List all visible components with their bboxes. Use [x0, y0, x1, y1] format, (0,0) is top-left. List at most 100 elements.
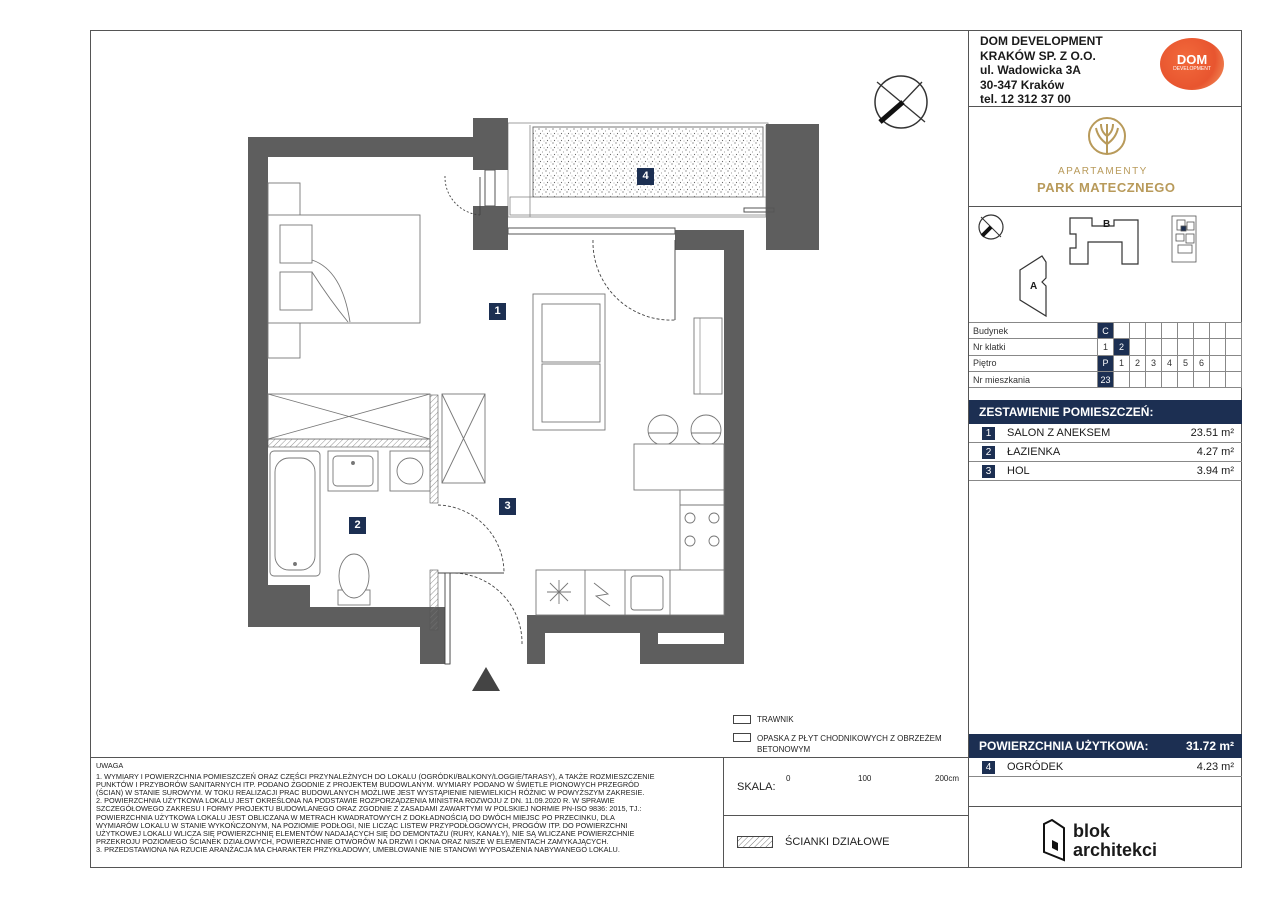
plan-badge-room-2: 2	[349, 517, 366, 534]
notes-separator	[723, 757, 724, 868]
sep-project	[969, 206, 1242, 207]
architect-logo-icon	[1043, 818, 1065, 862]
washbasin	[327, 450, 379, 492]
table-row: Nr mieszkania 23	[969, 370, 1242, 389]
table-cell	[1209, 321, 1226, 340]
partitions-label: ŚCIANKI DZIAŁOWE	[785, 836, 890, 848]
table-cell	[1129, 321, 1146, 340]
bathtub	[269, 450, 321, 577]
site-plan	[978, 214, 1197, 318]
building-a-outline	[1019, 255, 1047, 318]
table-cell	[1161, 338, 1178, 356]
table-cell	[1161, 321, 1178, 340]
legend-paving-swatch	[733, 733, 751, 742]
legend-paving-label: OPASKA Z PŁYT CHODNIKOWYCH Z OBRZEŻEM BE…	[757, 733, 942, 755]
room-area: 4.27 m²	[1196, 446, 1234, 458]
garden-number: 4	[982, 761, 995, 774]
developer-name-2: KRAKÓW SP. Z O.O.	[980, 48, 1096, 63]
table-cell	[1113, 321, 1130, 340]
room-row: 3 HOL 3.94 m²	[969, 462, 1242, 481]
note-line: SZCZEGÓŁOWEGO ZAKRESU I FORMY PROJEKTU B…	[96, 804, 642, 814]
sofa	[532, 293, 606, 431]
table-cell: 5	[1177, 354, 1194, 372]
garden-gravel	[532, 126, 764, 198]
table-cell	[1225, 321, 1242, 340]
usable-area-value: 31.72 m²	[1185, 739, 1234, 753]
table-row: Budynek C	[969, 321, 1242, 340]
garden-name: OGRÓDEK	[1007, 761, 1064, 773]
room-row: 1 SALON Z ANEKSEM 23.51 m²	[969, 424, 1242, 443]
table-cell	[1113, 370, 1130, 389]
table-cell	[1193, 370, 1210, 389]
table-cell	[1225, 354, 1242, 372]
site-mini-map	[1171, 215, 1197, 263]
info-column	[968, 30, 1242, 868]
bottom-separator	[90, 757, 969, 758]
project-line2: PARK MATECZNEGO	[1037, 180, 1176, 195]
table-cell: P	[1097, 354, 1114, 372]
drawing-frame	[90, 30, 1242, 868]
notes-title: UWAGA	[96, 761, 124, 770]
table-cell	[1193, 338, 1210, 356]
table-cell	[1177, 370, 1194, 389]
plan-badge-garden-4: 4	[637, 168, 654, 185]
kitchen	[535, 489, 725, 616]
legend-paving-line1: OPASKA Z PŁYT CHODNIKOWYCH Z OBRZEŻEM	[757, 734, 942, 743]
room-number: 2	[982, 446, 995, 459]
note-line: POWIERZCHNIA UŻYTKOWA LOKALU JEST OBLICZ…	[96, 812, 615, 822]
architect-line2: architekci	[1073, 840, 1158, 860]
notes: UWAGA 1. WYMIARY I POWIERZCHNIA POMIESZC…	[96, 761, 721, 854]
legend-lawn-label: TRAWNIK	[757, 715, 794, 724]
site-north-arrow-icon	[978, 214, 1004, 240]
sep-architect	[969, 806, 1242, 807]
legend-paving-line2: BETONOWYM	[757, 745, 811, 754]
building-b-outline	[1069, 217, 1139, 265]
dining-set	[633, 414, 725, 491]
table-cell	[1225, 370, 1242, 389]
entrance-arrow-icon	[472, 667, 500, 691]
table-cell	[1145, 321, 1162, 340]
north-arrow-icon	[874, 75, 928, 129]
radiator	[693, 317, 723, 395]
walls	[248, 118, 819, 664]
room-row: 2 ŁAZIENKA 4.27 m²	[969, 443, 1242, 462]
table-cell: 6	[1193, 354, 1210, 372]
table-cell	[1129, 370, 1146, 389]
note-line: WYMIARÓW LOKALU W STANIE WYKOŃCZONYM, NA…	[96, 820, 628, 830]
table-cell	[1209, 370, 1226, 389]
developer-phone: tel. 12 312 37 00	[980, 92, 1071, 106]
window	[484, 169, 775, 235]
table-cell: 23	[1097, 370, 1114, 389]
table-cell	[1161, 370, 1178, 389]
wardrobe	[267, 393, 486, 484]
floor-plan	[248, 75, 928, 691]
dom-logo-text: DOM	[1176, 52, 1208, 67]
scale-tick-0: 0	[786, 774, 791, 783]
partitions-swatch	[737, 836, 773, 848]
note-line: 1. WYMIARY I POWIERZCHNIA POMIESZCZEŃ OR…	[96, 772, 655, 782]
developer-name-1: DOM DEVELOPMENT	[980, 34, 1103, 48]
note-line: PRZEKROJU POZIOMEGO ŚCIANEK DZIAŁOWYCH, …	[96, 836, 609, 846]
room-area: 3.94 m²	[1196, 465, 1234, 477]
partitions	[267, 394, 439, 631]
table-cell: 3	[1145, 354, 1162, 372]
table-cell	[1129, 338, 1146, 356]
scale-tick-100: 100	[858, 774, 872, 783]
scale-label: SKALA:	[737, 781, 776, 793]
room-name: HOL	[1007, 465, 1030, 477]
table-cell: 1	[1097, 338, 1114, 356]
table-cell	[1145, 370, 1162, 389]
table-cell	[1177, 321, 1194, 340]
site-label-a: A	[1030, 281, 1038, 292]
table-cell: 2	[1113, 338, 1130, 356]
developer-city: 30-347 Kraków	[980, 77, 1065, 92]
table-cell: 4	[1161, 354, 1178, 372]
table-row: Piętro P 1 2 3 4 5 6	[969, 354, 1242, 372]
rooms-header: ZESTAWIENIE POMIESZCZEŃ:	[969, 400, 1242, 424]
washing-machine	[389, 450, 431, 492]
developer-street: ul. Wadowicka 3A	[980, 63, 1081, 77]
project-line1: APARTAMENTY	[1058, 166, 1148, 177]
table-cell	[1225, 338, 1242, 356]
row-label: Piętro	[969, 354, 1098, 372]
doors	[437, 175, 676, 665]
